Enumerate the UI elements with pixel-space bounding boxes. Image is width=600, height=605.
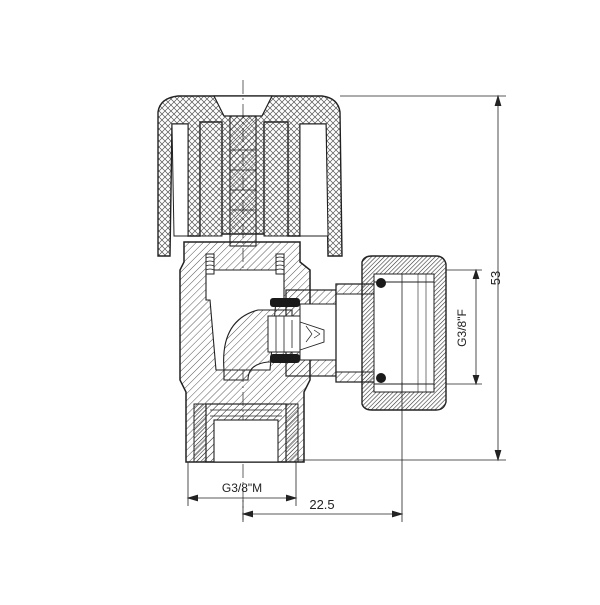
dimension-lines (186, 94, 506, 522)
height-dimension-label: 53 (488, 271, 503, 285)
side-thread-label: G3/8"F (455, 309, 469, 347)
union-nut (361, 255, 447, 411)
bottom-thread-label: G3/8"M (222, 481, 262, 495)
o-ring-seals (205, 253, 285, 275)
offset-dimension-label: 22.5 (309, 497, 334, 512)
side-outlet (267, 289, 337, 377)
